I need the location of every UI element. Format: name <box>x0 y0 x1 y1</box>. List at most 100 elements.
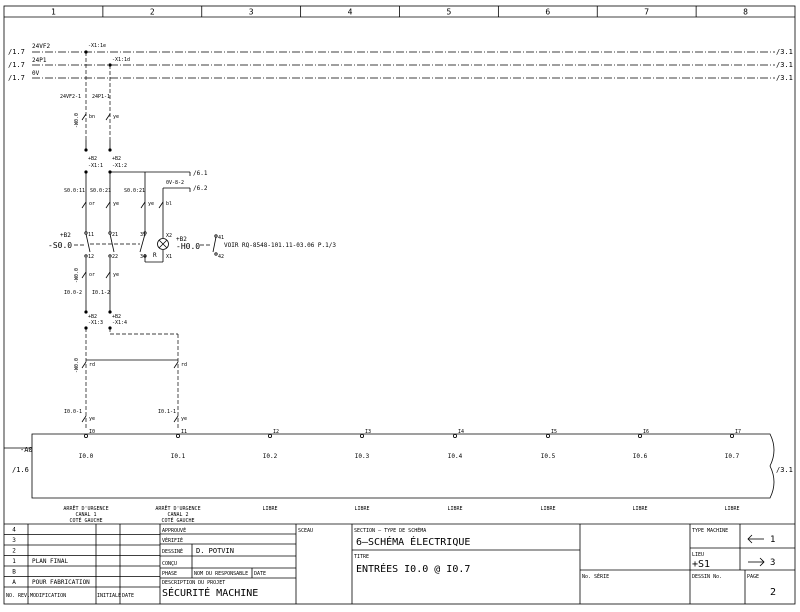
svg-text:DATE: DATE <box>254 571 266 577</box>
svg-text:DESSIN No.: DESSIN No. <box>692 574 722 580</box>
input-terminal <box>267 433 272 438</box>
input-description: LIBRE <box>724 506 739 512</box>
input-terminal-label: I3 <box>365 429 371 435</box>
svg-text:DESCRIPTION DU PROJET: DESCRIPTION DU PROJET <box>162 580 225 586</box>
location-value: +S1 <box>692 559 710 570</box>
svg-text:rd: rd <box>181 362 187 368</box>
svg-text:+B2: +B2 <box>60 232 71 239</box>
prev-page-link[interactable]: 1 <box>770 535 775 545</box>
sheet-title: ENTRÉES I0.0 @ I0.7 <box>356 562 470 575</box>
input-terminal <box>84 433 89 438</box>
project-description: SÉCURITÉ MACHINE <box>162 586 258 599</box>
svg-text:/6.2: /6.2 <box>193 185 208 192</box>
revision-text: PLAN FINAL <box>32 558 69 565</box>
svg-text:No. SÉRIE: No. SÉRIE <box>582 572 609 580</box>
svg-text:SECTION – TYPE DE SCHÉMA: SECTION – TYPE DE SCHÉMA <box>354 526 426 534</box>
svg-text:31: 31 <box>140 232 146 238</box>
svg-text:SCEAU: SCEAU <box>298 528 313 534</box>
input-terminal-label: I2 <box>273 429 279 435</box>
svg-text:bn: bn <box>89 114 95 120</box>
lamp-icon <box>157 238 169 250</box>
svg-text:I0.1-1: I0.1-1 <box>158 409 176 415</box>
input-terminal <box>359 433 364 438</box>
svg-text:DATE: DATE <box>122 593 134 599</box>
svg-text:TYPE MACHINE: TYPE MACHINE <box>692 528 728 534</box>
column-number: 6 <box>545 8 550 17</box>
rail-ref-left: /1.7 <box>8 74 25 82</box>
input-terminal-label: I5 <box>551 429 557 435</box>
prev-page-arrow-icon[interactable] <box>747 534 764 544</box>
svg-text:I0.1-2: I0.1-2 <box>92 290 110 296</box>
svg-text:TITRE: TITRE <box>354 554 369 560</box>
schema-section: 6–SCHÉMA ÉLECTRIQUE <box>356 535 470 548</box>
svg-text:+B2: +B2 <box>88 156 97 162</box>
svg-text:INITIALE: INITIALE <box>97 593 121 599</box>
svg-text:-X1:3: -X1:3 <box>88 320 103 326</box>
input-address: I0.3 <box>355 453 370 460</box>
page-number: 2 <box>770 587 776 598</box>
rail-ref-right: /3.1 <box>776 74 793 82</box>
svg-text:X1: X1 <box>166 254 172 260</box>
revision-number: B <box>12 569 16 576</box>
svg-text:ye: ye <box>113 272 119 278</box>
input-address: I0.2 <box>263 453 278 460</box>
column-number: 2 <box>150 8 155 17</box>
next-page-link[interactable]: 3 <box>770 558 775 568</box>
svg-text:S0.0:11: S0.0:11 <box>64 188 85 194</box>
device-label-h00: -H0.0 <box>176 242 200 251</box>
svg-text:-X1:4: -X1:4 <box>112 320 127 326</box>
revision-number: 4 <box>12 527 16 534</box>
rail-ref-right: /3.1 <box>776 48 793 56</box>
input-terminal-label: I6 <box>643 429 649 435</box>
module-label: -A0 <box>20 446 33 454</box>
input-address: I0.5 <box>541 453 556 460</box>
svg-text:+B2: +B2 <box>112 156 121 162</box>
svg-text:ye: ye <box>113 114 119 120</box>
input-terminal <box>638 433 643 438</box>
svg-text:+B2: +B2 <box>112 314 121 320</box>
svg-text:42: 42 <box>218 254 224 260</box>
svg-text:/6.1: /6.1 <box>193 170 208 177</box>
cross-reference-note: VOIR RQ-8548-101.11-03.06 P.1/3 <box>224 242 336 249</box>
rail-ref-left: /1.7 <box>8 48 25 56</box>
column-number: 4 <box>348 8 353 17</box>
sheet-border <box>3 5 796 605</box>
column-number: 7 <box>644 8 649 17</box>
revision-number: 3 <box>12 537 16 544</box>
rail-ref-right: /3.1 <box>776 61 793 69</box>
svg-text:ye: ye <box>148 201 154 207</box>
svg-text:APPROUVÉ: APPROUVÉ <box>162 526 186 534</box>
svg-text:-W0.0: -W0.0 <box>74 268 80 283</box>
svg-text:S0.0:21: S0.0:21 <box>124 188 145 194</box>
input-terminal-label: I0 <box>89 429 95 435</box>
input-address: I0.6 <box>633 453 648 460</box>
svg-text:or: or <box>89 272 95 278</box>
svg-text:I0.0-1: I0.0-1 <box>64 409 82 415</box>
drawn-by: D. POTVIN <box>196 547 234 555</box>
svg-text:NOM DU RESPONSABLE: NOM DU RESPONSABLE <box>194 571 248 577</box>
svg-text:VÉRIFIÉ: VÉRIFIÉ <box>162 536 183 544</box>
svg-text:S0.0:21: S0.0:21 <box>90 188 111 194</box>
column-number: 8 <box>743 8 748 17</box>
module-outline <box>31 433 775 499</box>
svg-text:24P1-1: 24P1-1 <box>92 94 110 100</box>
input-address: I0.4 <box>448 453 463 460</box>
svg-text:MODIFICATION: MODIFICATION <box>30 593 66 599</box>
input-terminal <box>175 433 180 438</box>
column-number: 3 <box>249 8 254 17</box>
svg-text:11: 11 <box>88 232 94 238</box>
input-address: I0.7 <box>725 453 740 460</box>
svg-text:22: 22 <box>112 254 118 260</box>
input-address: I0.1 <box>171 453 186 460</box>
column-number: 1 <box>51 8 56 17</box>
next-page-arrow-icon[interactable] <box>748 557 765 567</box>
svg-text:/1.6: /1.6 <box>12 466 29 474</box>
input-description: LIBRE <box>354 506 369 512</box>
